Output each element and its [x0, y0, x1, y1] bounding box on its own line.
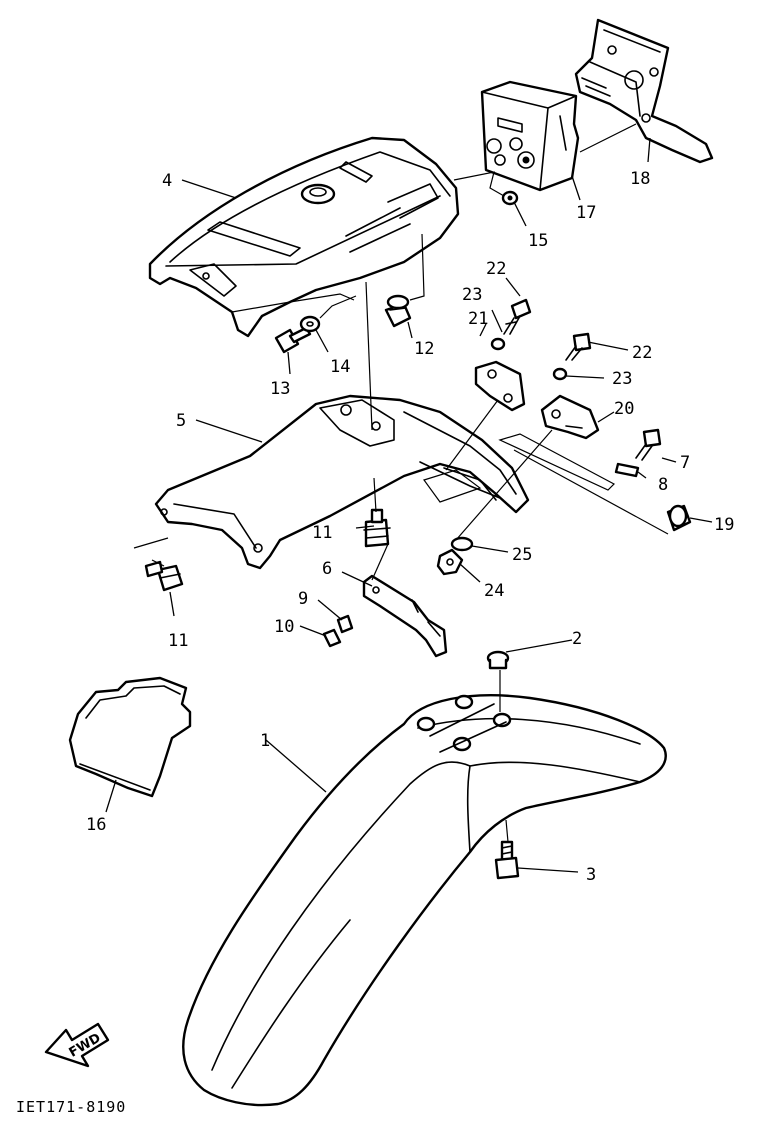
callout-2: 2 [572, 629, 582, 649]
callout-14: 14 [330, 357, 350, 377]
callout-10: 10 [274, 617, 294, 637]
callout-19: 19 [714, 515, 734, 535]
callout-20: 20 [614, 399, 634, 419]
part-19-reflector [666, 504, 692, 532]
part-20-bracket [540, 394, 600, 440]
callout-23-b: 23 [612, 369, 632, 389]
part-24-nut [436, 548, 464, 576]
part-12-grommet [384, 294, 412, 328]
part-17-tail-light [480, 80, 580, 192]
part-21-bracket [474, 360, 526, 412]
callout-23-a: 23 [462, 285, 482, 305]
callout-11-upper: 11 [312, 523, 332, 543]
callout-18: 18 [630, 169, 650, 189]
callout-12: 12 [414, 339, 434, 359]
callout-6: 6 [322, 559, 332, 579]
callout-11-lower: 11 [168, 631, 188, 651]
part-3-bolt [494, 840, 520, 880]
fwd-arrow-icon: FWD [44, 1022, 110, 1068]
callout-15: 15 [528, 231, 548, 251]
part-18-bracket [574, 18, 714, 164]
part-8-washer [614, 462, 640, 478]
callout-17: 17 [576, 203, 596, 223]
part-22-bolt-a [503, 298, 532, 335]
part-2-grommet [486, 650, 510, 670]
callout-21: 21 [468, 309, 488, 329]
part-4-rear-cover [148, 136, 460, 338]
callout-22-b: 22 [632, 343, 652, 363]
part-6-bracket [362, 574, 448, 658]
part-1-front-fender [182, 694, 667, 1107]
callout-9: 9 [298, 589, 308, 609]
callout-24: 24 [484, 581, 504, 601]
leader-lines [105, 137, 713, 873]
callout-22-a: 22 [486, 259, 506, 279]
callout-1: 1 [260, 731, 270, 751]
part-10-nut [322, 628, 342, 648]
part-13-bolt [274, 326, 312, 354]
callout-8: 8 [658, 475, 668, 495]
part-11-bolt-upper [363, 508, 391, 548]
callout-25: 25 [512, 545, 532, 565]
part-16-cover [68, 676, 192, 798]
callout-5: 5 [176, 411, 186, 431]
part-15-nut [501, 190, 519, 206]
part-7-bolt [635, 428, 662, 461]
part-5-seat-base [154, 394, 530, 570]
diagram-reference-code: IET171-8190 [16, 1098, 126, 1116]
callout-labels: 1 2 3 4 5 6 7 8 9 10 11 11 12 13 14 15 1… [86, 169, 734, 885]
part-25-washer [450, 536, 474, 552]
part-14-collar [299, 315, 321, 333]
callout-3: 3 [586, 865, 596, 885]
callout-16: 16 [86, 815, 106, 835]
part-11-bolt-lower [144, 560, 184, 592]
callout-13: 13 [270, 379, 290, 399]
callout-7: 7 [680, 453, 690, 473]
assembly-lines [133, 123, 669, 843]
callout-4: 4 [162, 171, 172, 191]
part-22-bolt-b [565, 332, 592, 361]
part-23-washer-b [552, 367, 568, 381]
part-23-washer-a [490, 337, 506, 351]
